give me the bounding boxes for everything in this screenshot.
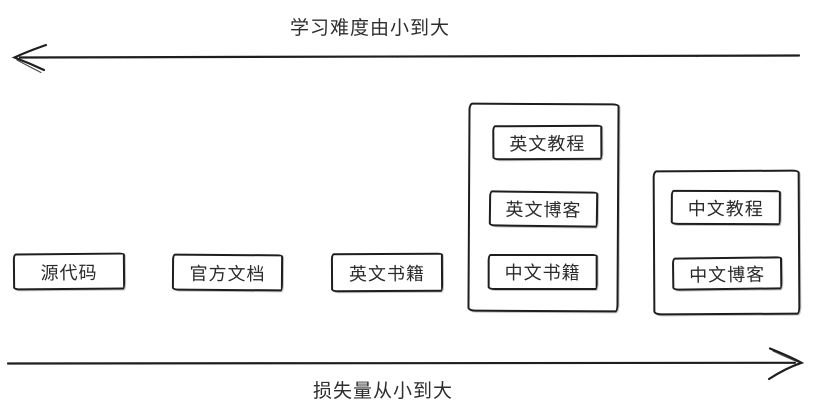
top-arrow-left-icon [11, 43, 801, 74]
group-chinese-resources: 中文教程 中文博客 [652, 169, 801, 316]
group-english-resources: 英文教程 英文博客 中文书籍 [467, 102, 620, 313]
node-english-books: 英文书籍 [330, 252, 444, 293]
node-chinese-blogs: 中文博客 [671, 256, 783, 291]
node-official-docs: 官方文档 [171, 253, 284, 292]
node-chinese-tutorials: 中文教程 [670, 189, 781, 226]
bottom-axis-label: 损失量从小到大 [312, 381, 453, 402]
bottom-arrow-right-icon [6, 347, 805, 381]
node-english-blogs: 英文博客 [488, 190, 599, 228]
node-source-code: 源代码 [12, 252, 126, 291]
node-chinese-books: 中文书籍 [487, 253, 598, 290]
top-axis-label: 学习难度由小到大 [289, 18, 450, 39]
node-english-tutorials: 英文教程 [492, 124, 603, 161]
